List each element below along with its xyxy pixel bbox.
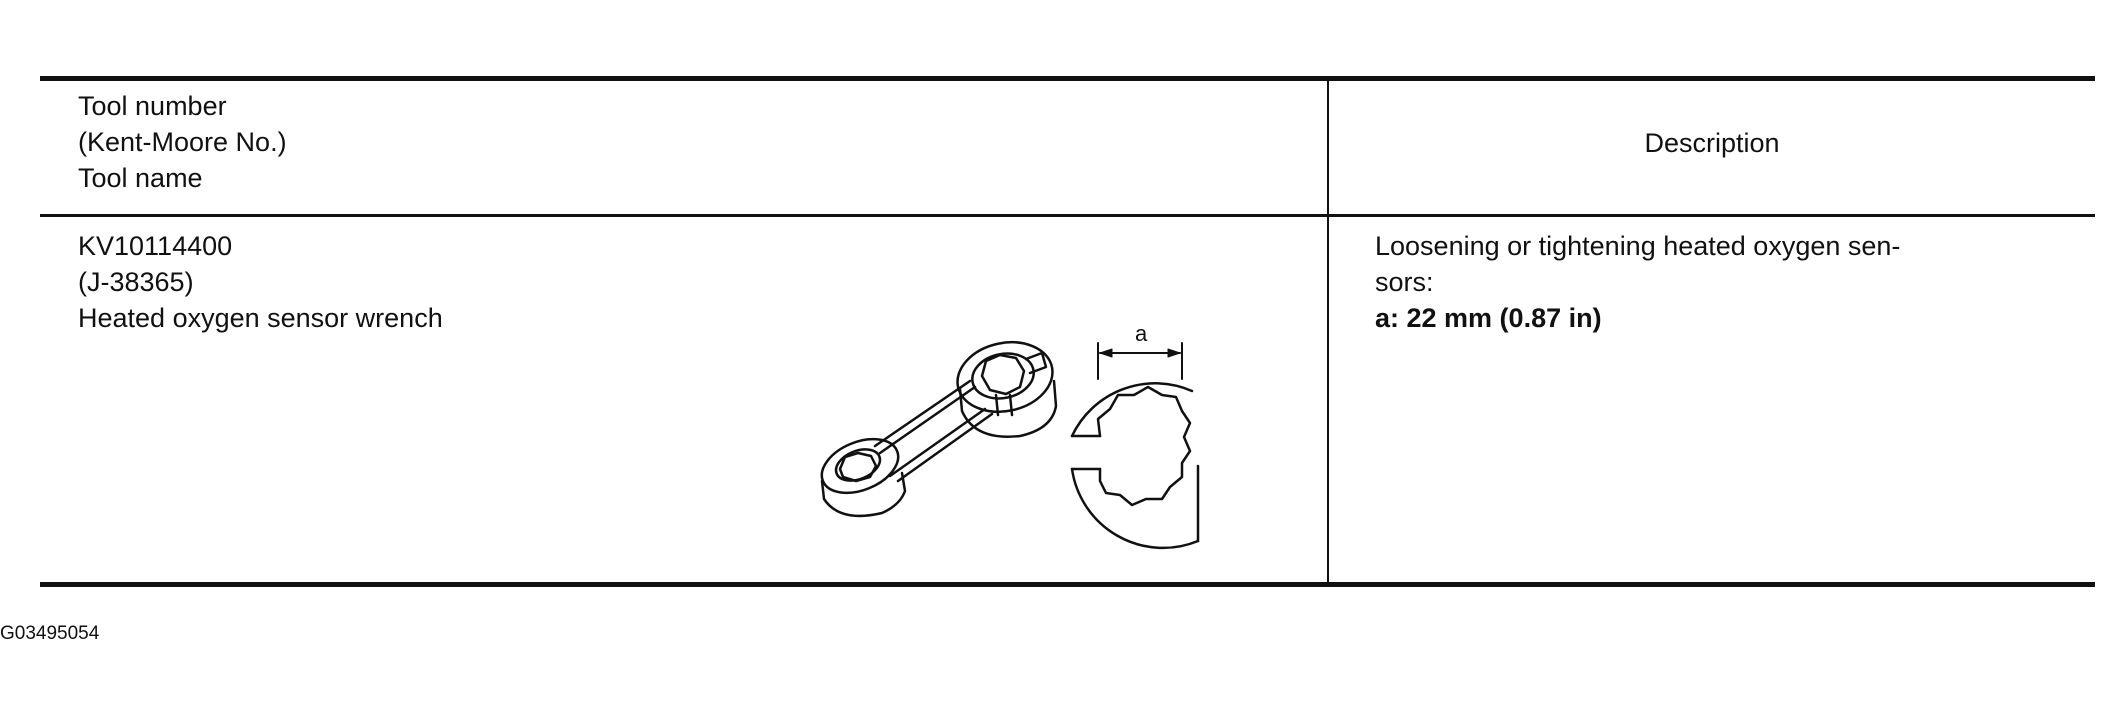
tool-number: KV10114400 (78, 231, 233, 261)
table-top-rule (40, 76, 2095, 81)
tool-name: Heated oxygen sensor wrench (78, 303, 443, 333)
header-tool-number: Tool number (78, 91, 227, 121)
header-description: Description (1644, 128, 1780, 158)
special-tools-table: Tool number (Kent-Moore No.) Tool name D… (40, 76, 2095, 588)
wrench-illustration: a (770, 291, 1290, 561)
header-kent-moore-no: (Kent-Moore No.) (78, 127, 287, 157)
column-divider (1327, 81, 1329, 582)
header-tool-column: Tool number (Kent-Moore No.) Tool name (78, 88, 287, 196)
table-row-description: Loosening or tightening heated oxygen se… (1375, 228, 2075, 336)
header-separator-rule (40, 214, 2095, 217)
header-tool-name: Tool name (78, 163, 203, 193)
table-row-tool-info: KV10114400 (J-38365) Heated oxygen senso… (78, 228, 443, 336)
kent-moore-number: (J-38365) (78, 267, 194, 297)
description-text-line-2: sors: (1375, 267, 1434, 297)
figure-id: G03495054 (0, 623, 100, 644)
dimension-label-a: a (1135, 321, 1148, 346)
wrench-icon (820, 341, 1058, 518)
socket-cross-section-icon: a (1070, 321, 1200, 550)
description-text-line-1: Loosening or tightening heated oxygen se… (1375, 231, 1901, 261)
table-bottom-rule (40, 582, 2095, 587)
dimension-spec: a: 22 mm (0.87 in) (1375, 303, 1602, 333)
